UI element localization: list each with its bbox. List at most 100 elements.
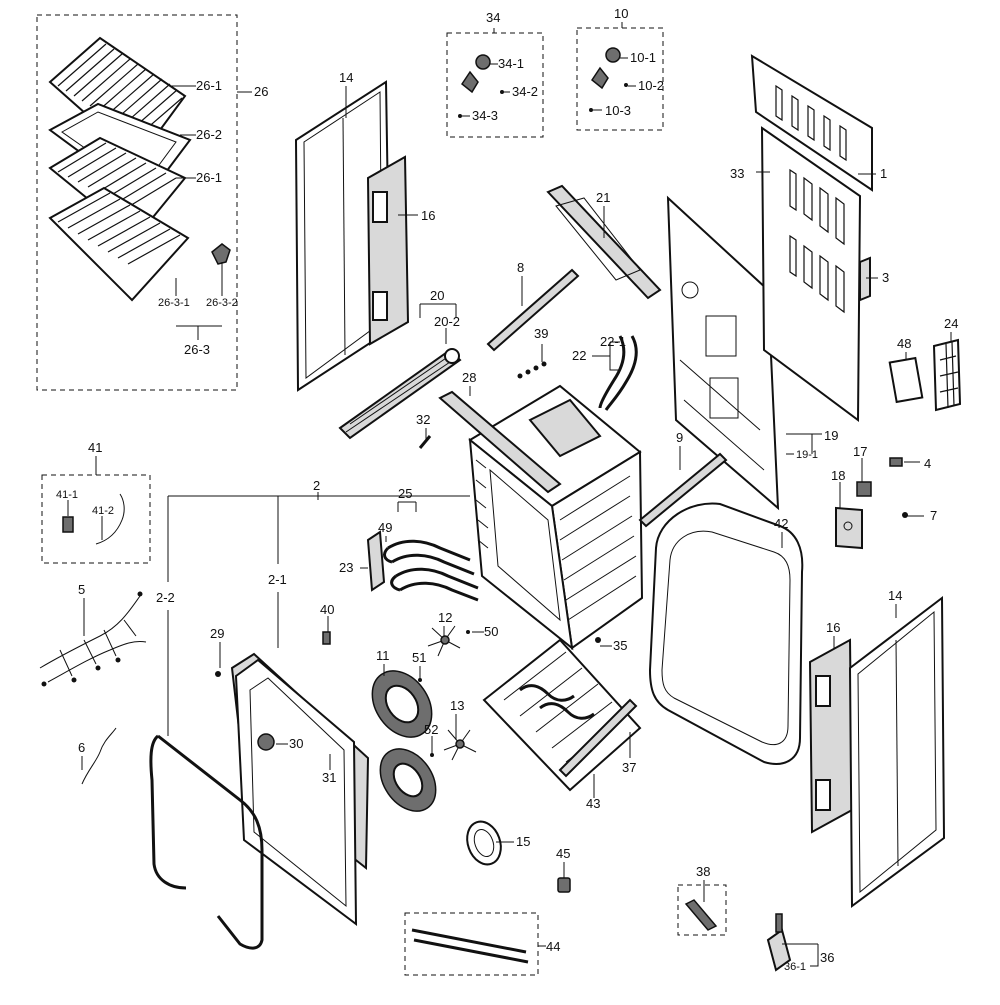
part-45	[557, 877, 571, 893]
label-26-3-1: 26-3-1	[158, 297, 190, 309]
label-34: 34	[486, 10, 500, 25]
label-51: 51	[412, 650, 426, 665]
fan-motor-11b	[379, 748, 437, 812]
label-29: 29	[210, 626, 224, 641]
heater-20	[338, 348, 462, 440]
door-liner-16-right	[808, 638, 854, 834]
label-16-right: 16	[826, 620, 840, 635]
label-2-1: 2-1	[268, 572, 287, 587]
label-32: 32	[416, 412, 430, 427]
label-33: 33	[730, 166, 744, 181]
label-49: 49	[378, 520, 392, 535]
label-19: 19	[824, 428, 838, 443]
bottom-tray-43	[482, 638, 642, 792]
fan-motor-11	[371, 670, 433, 738]
label-14-right: 14	[888, 588, 902, 603]
group-box-10	[576, 27, 664, 131]
label-24: 24	[944, 316, 958, 331]
label-26: 26	[254, 84, 268, 99]
label-9: 9	[676, 430, 683, 445]
label-16-left: 16	[421, 208, 435, 223]
label-15: 15	[516, 834, 530, 849]
label-48: 48	[897, 336, 911, 351]
screw-7	[902, 512, 908, 518]
label-13: 13	[450, 698, 464, 713]
label-20-2: 20-2	[434, 314, 460, 329]
wire-41-2	[95, 493, 125, 545]
ring-15	[466, 820, 502, 866]
label-23: 23	[339, 560, 353, 575]
label-10: 10	[614, 6, 628, 21]
label-44: 44	[546, 939, 560, 954]
label-26-1-top: 26-1	[196, 78, 222, 93]
label-34-2: 34-2	[512, 84, 538, 99]
label-39: 39	[534, 326, 548, 341]
bracket-21	[546, 184, 662, 300]
part-17	[856, 481, 872, 497]
screw-50	[466, 630, 470, 634]
screw-35	[595, 637, 601, 643]
label-26-1-mid: 26-1	[196, 170, 222, 185]
label-5: 5	[78, 582, 85, 597]
bracket-23	[366, 530, 386, 592]
filter-24	[932, 338, 962, 412]
insulation-42	[648, 502, 804, 765]
bracket-3	[859, 256, 871, 302]
rods-44	[411, 928, 529, 964]
bracket-28	[438, 390, 562, 494]
screw-29	[215, 671, 221, 677]
hardware-10	[589, 47, 628, 112]
rack-clip-26-3-2	[211, 243, 231, 265]
label-30: 30	[289, 736, 303, 751]
label-19-1: 19-1	[796, 449, 818, 461]
door-liner-16-left	[366, 155, 410, 346]
door-glass-14-right	[848, 595, 946, 908]
label-42: 42	[774, 516, 788, 531]
label-41: 41	[88, 440, 102, 455]
door-frame-2	[234, 658, 358, 927]
label-34-1: 34-1	[498, 56, 524, 71]
label-12: 12	[438, 610, 452, 625]
label-1: 1	[880, 166, 887, 181]
switch-41-1	[62, 516, 74, 533]
label-36: 36	[820, 950, 834, 965]
screw-32	[418, 435, 432, 449]
label-6: 6	[78, 740, 85, 755]
label-2: 2	[313, 478, 320, 493]
fan-blade-13	[443, 729, 477, 761]
label-35: 35	[613, 638, 627, 653]
rear-cover-33	[760, 126, 862, 422]
label-41-2: 41-2	[92, 505, 114, 517]
label-34-3: 34-3	[472, 108, 498, 123]
hose-22	[604, 335, 638, 411]
label-41-1: 41-1	[56, 489, 78, 501]
label-45: 45	[556, 846, 570, 861]
connector-39	[517, 361, 547, 379]
group-box-38	[677, 884, 727, 936]
group-box-34	[446, 32, 544, 138]
label-37: 37	[622, 760, 636, 775]
oven-cavity	[468, 384, 644, 651]
label-22: 22	[572, 348, 586, 363]
label-31: 31	[322, 770, 336, 785]
label-28: 28	[462, 370, 476, 385]
knob-30	[257, 733, 275, 751]
rail-8	[486, 268, 580, 352]
label-10-2: 10-2	[638, 78, 664, 93]
label-26-2: 26-2	[196, 127, 222, 142]
label-8: 8	[517, 260, 524, 275]
label-52: 52	[424, 722, 438, 737]
fan-blade-12	[427, 625, 461, 657]
group-box-44	[404, 912, 539, 976]
leader-lines	[67, 22, 952, 967]
hardware-34	[458, 54, 504, 118]
label-7: 7	[930, 508, 937, 523]
label-26-3: 26-3	[184, 342, 210, 357]
label-26-3-2: 26-3-2	[206, 297, 238, 309]
group-box-26	[36, 14, 238, 391]
label-2-2: 2-2	[156, 590, 175, 605]
label-25: 25	[398, 486, 412, 501]
top-cover-1	[750, 54, 873, 192]
